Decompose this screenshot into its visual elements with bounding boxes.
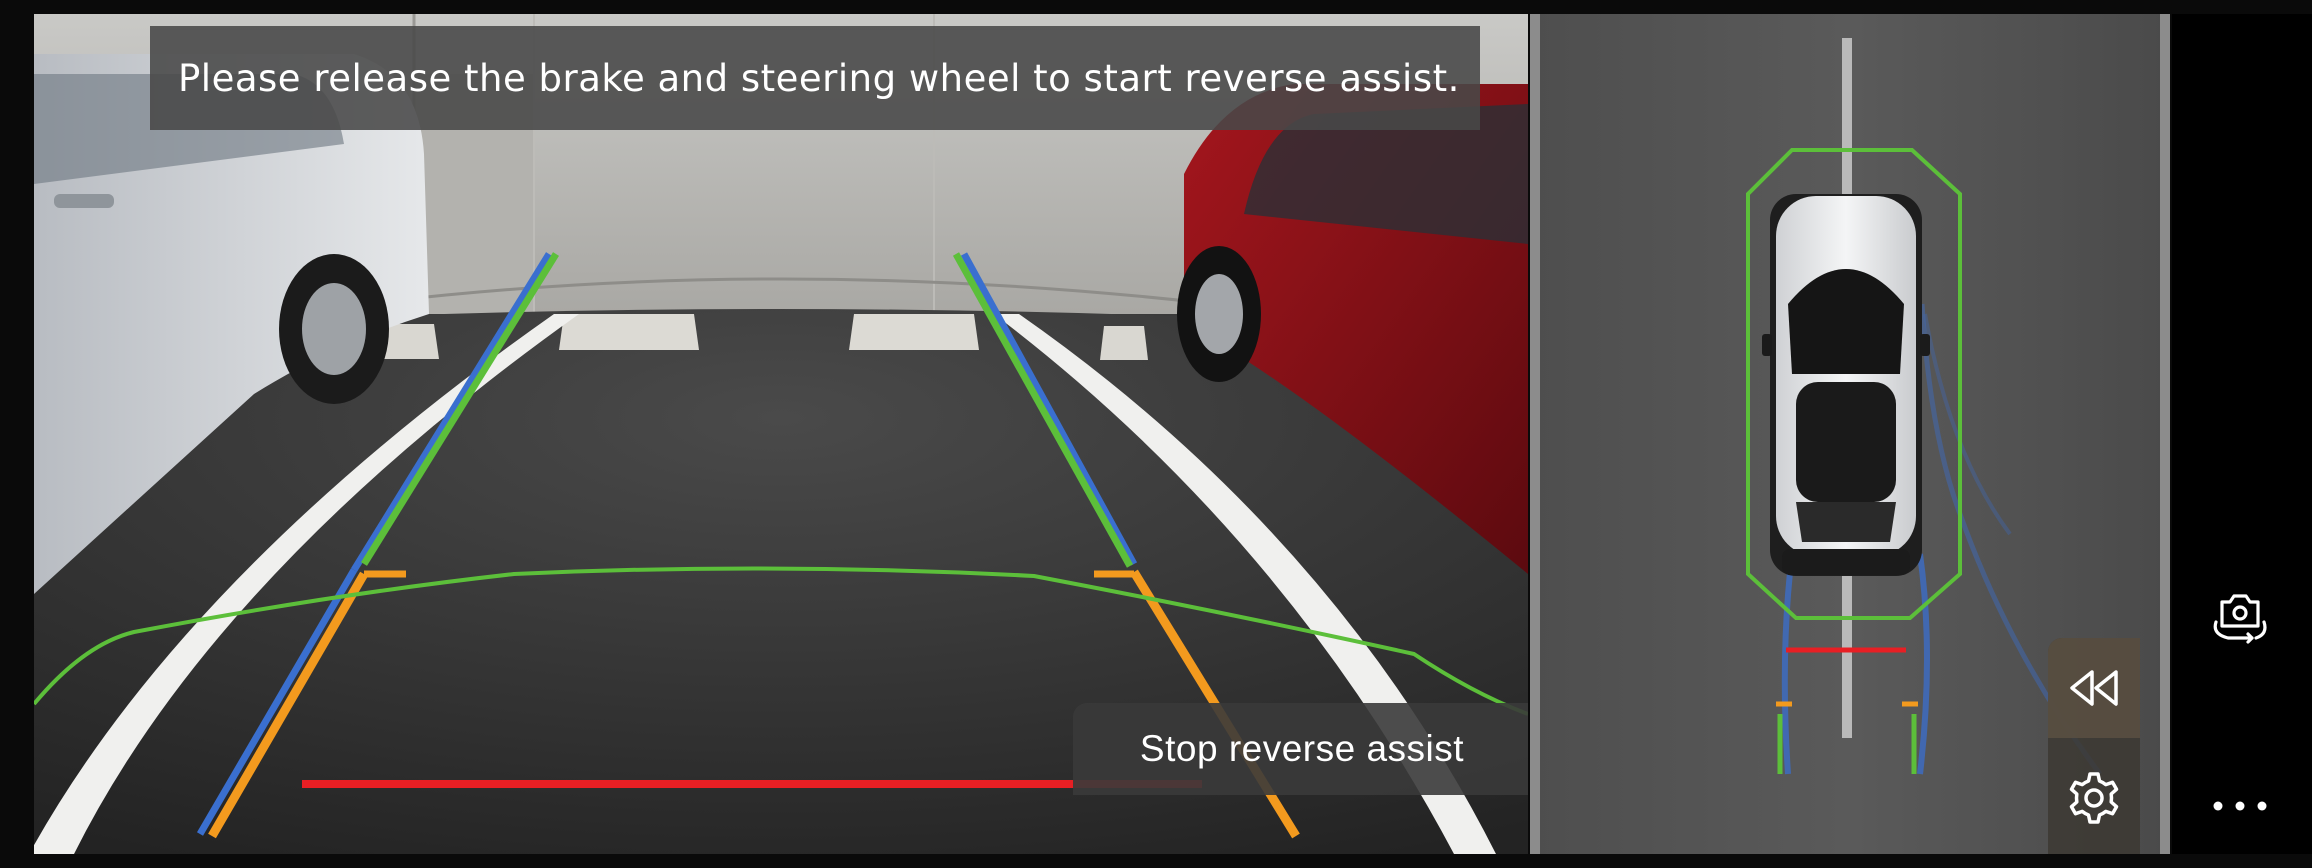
top-down-scene <box>1530 14 2170 854</box>
gear-icon <box>2069 772 2119 824</box>
settings-button[interactable] <box>2048 748 2140 848</box>
rewind-icon <box>2070 670 2118 706</box>
view-controls <box>2048 638 2140 854</box>
stop-reverse-assist-button[interactable]: Stop reverse assist <box>1073 703 1528 795</box>
more-icon <box>2213 801 2267 811</box>
instruction-banner: Please release the brake and steering wh… <box>150 26 1480 130</box>
rewind-button[interactable] <box>2048 638 2140 738</box>
parked-van <box>34 54 429 594</box>
road-edge-left <box>1530 14 1540 854</box>
trajectory-curve <box>34 566 1528 716</box>
parked-red-car <box>1177 84 1528 574</box>
parking-line-left <box>34 314 579 854</box>
top-down-car <box>1762 194 1930 576</box>
more-options-button[interactable] <box>2190 756 2290 856</box>
parking-line-right <box>994 314 1496 854</box>
road-edge-right <box>2160 14 2170 854</box>
camera-switch-icon <box>2213 594 2267 644</box>
camera-switch-button[interactable] <box>2190 570 2290 670</box>
wheel-stop <box>1100 326 1148 360</box>
rear-camera-view: Please release the brake and steering wh… <box>34 14 1528 854</box>
wheel-stop <box>559 314 699 350</box>
instruction-text: Please release the brake and steering wh… <box>178 56 1460 100</box>
stop-reverse-assist-label: Stop reverse assist <box>1139 728 1465 769</box>
proximity-outline <box>1746 148 1962 620</box>
right-rail <box>2172 14 2312 854</box>
wheel-stop <box>849 314 979 350</box>
